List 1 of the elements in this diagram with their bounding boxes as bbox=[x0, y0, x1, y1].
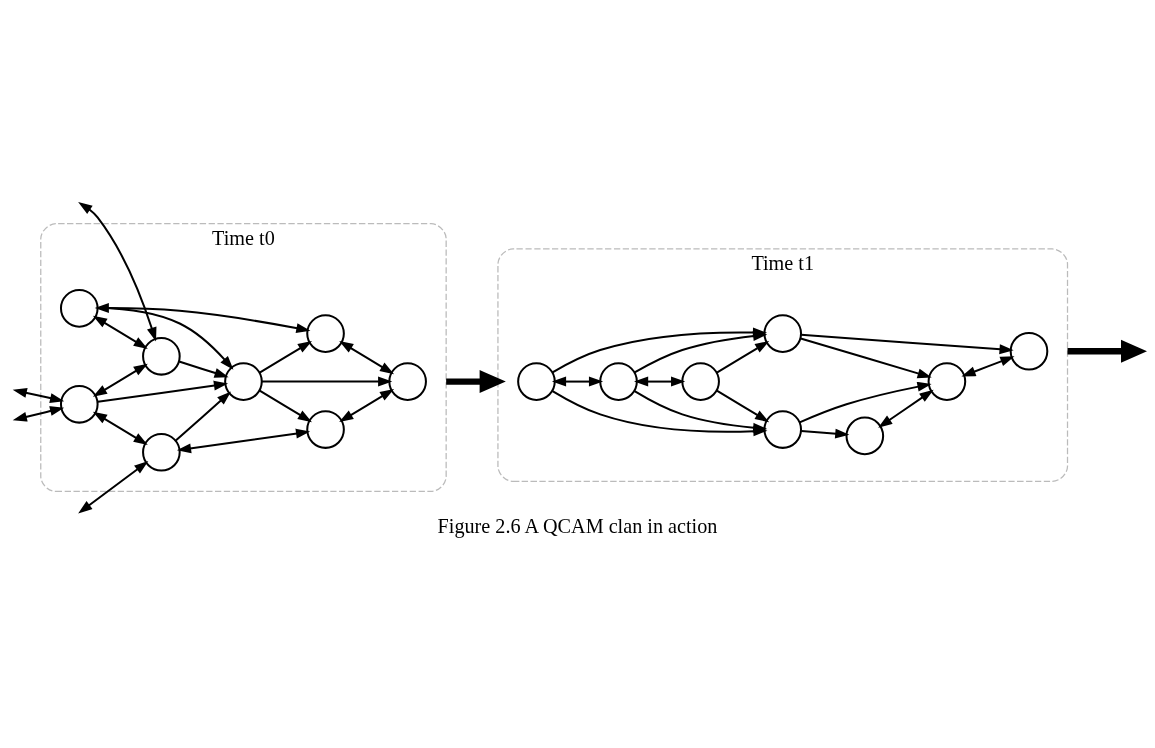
caption: Figure 2.6 A QCAM clan in action bbox=[437, 515, 718, 538]
